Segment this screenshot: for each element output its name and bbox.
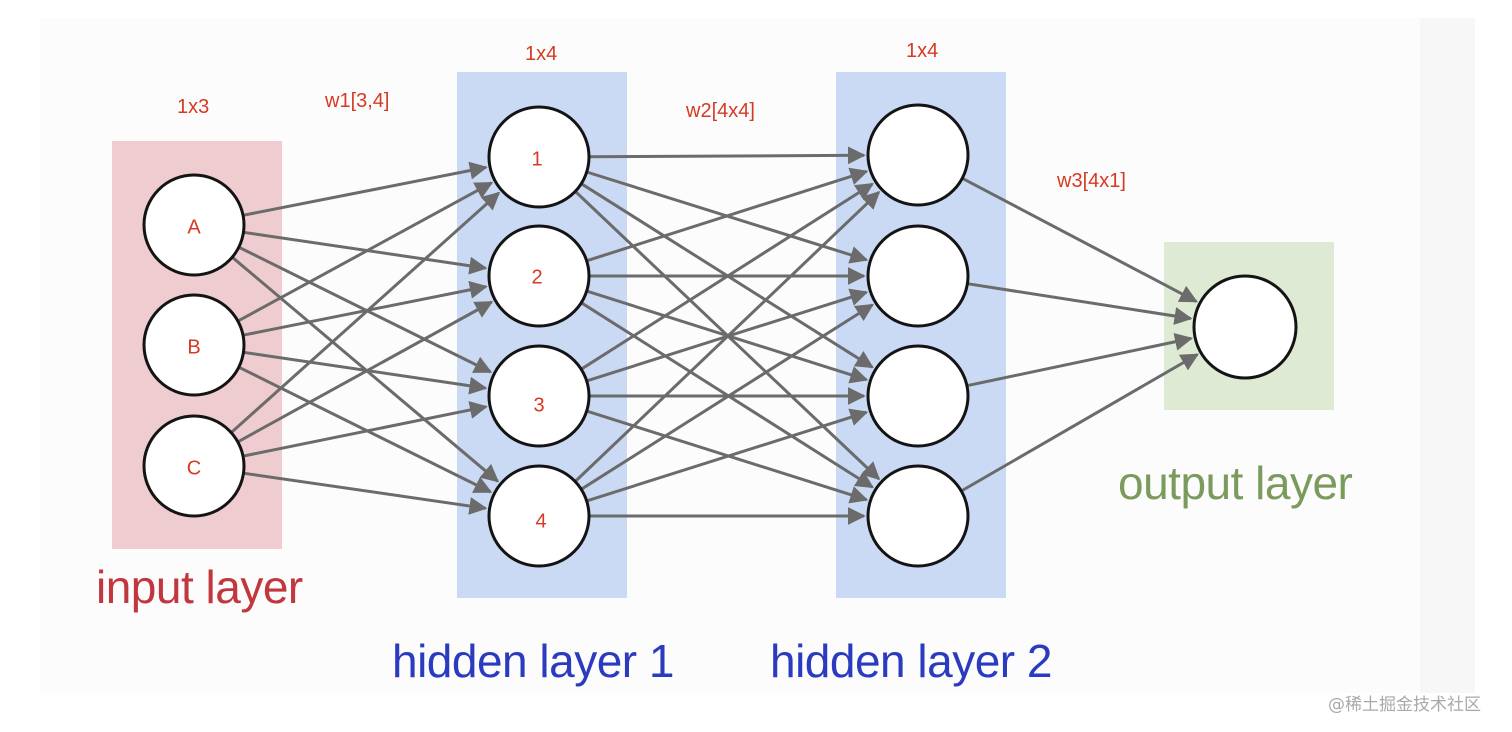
svg-text:A: A bbox=[187, 216, 201, 238]
hidden-layer-1-title: hidden layer 1 bbox=[392, 635, 674, 687]
connection-arrow bbox=[586, 408, 869, 503]
output-layer-title: output layer bbox=[1118, 457, 1353, 509]
connection-arrow bbox=[243, 230, 488, 275]
connection-arrow bbox=[242, 161, 488, 217]
watermark: @稀土掘金技术社区 bbox=[1328, 695, 1481, 715]
connection-arrow bbox=[237, 300, 494, 444]
svg-text:2: 2 bbox=[531, 266, 542, 288]
hidden-1-shape-label: 1x4 bbox=[525, 43, 558, 65]
weight-w1-label: w1[3,4] bbox=[325, 90, 390, 112]
background-edge-strip bbox=[1420, 18, 1475, 693]
connection-arrow bbox=[967, 282, 1193, 325]
connection-arrow bbox=[243, 471, 488, 515]
hidden-1-node: 1 bbox=[487, 105, 591, 209]
hidden-2-node bbox=[866, 103, 970, 207]
connection-arrow bbox=[586, 167, 869, 263]
hidden-1-node: 4 bbox=[487, 464, 591, 568]
svg-text:1: 1 bbox=[531, 148, 542, 170]
connection-arrow bbox=[960, 353, 1199, 493]
svg-text:4: 4 bbox=[535, 510, 546, 532]
connection-arrow bbox=[580, 182, 874, 371]
input-layer-title: input layer bbox=[96, 561, 303, 613]
svg-text:3: 3 bbox=[533, 394, 544, 416]
hidden-2-node bbox=[866, 344, 970, 448]
connection-arrow bbox=[588, 146, 866, 165]
weight-w3-label: w3[4x1] bbox=[1057, 170, 1126, 192]
input-shape-label: 1x3 bbox=[177, 96, 210, 118]
output-node bbox=[1192, 274, 1298, 380]
hidden-layer-2-title: hidden layer 2 bbox=[770, 635, 1052, 687]
connection-arrow bbox=[242, 401, 488, 458]
connection-arrow bbox=[230, 191, 501, 434]
connection-arrow bbox=[242, 280, 488, 337]
connection-arrow bbox=[237, 181, 494, 323]
connection-edges bbox=[230, 146, 1199, 525]
svg-text:C: C bbox=[187, 457, 201, 479]
hidden-2-shape-label: 1x4 bbox=[906, 40, 939, 62]
input-node: A bbox=[142, 173, 246, 277]
connection-arrow bbox=[243, 350, 488, 395]
connection-arrow bbox=[580, 303, 874, 491]
connection-arrow bbox=[574, 190, 881, 483]
connection-arrow bbox=[966, 332, 1193, 388]
hidden-2-node bbox=[866, 464, 970, 568]
hidden-2-node bbox=[866, 224, 970, 328]
hidden-1-node: 3 bbox=[487, 344, 591, 448]
svg-text:B: B bbox=[187, 336, 200, 358]
weight-w2-label: w2[4x4] bbox=[686, 100, 755, 122]
connection-arrow bbox=[961, 176, 1198, 303]
hidden-1-node: 2 bbox=[487, 224, 591, 328]
input-node: B bbox=[142, 293, 246, 397]
input-node: C bbox=[142, 414, 246, 518]
